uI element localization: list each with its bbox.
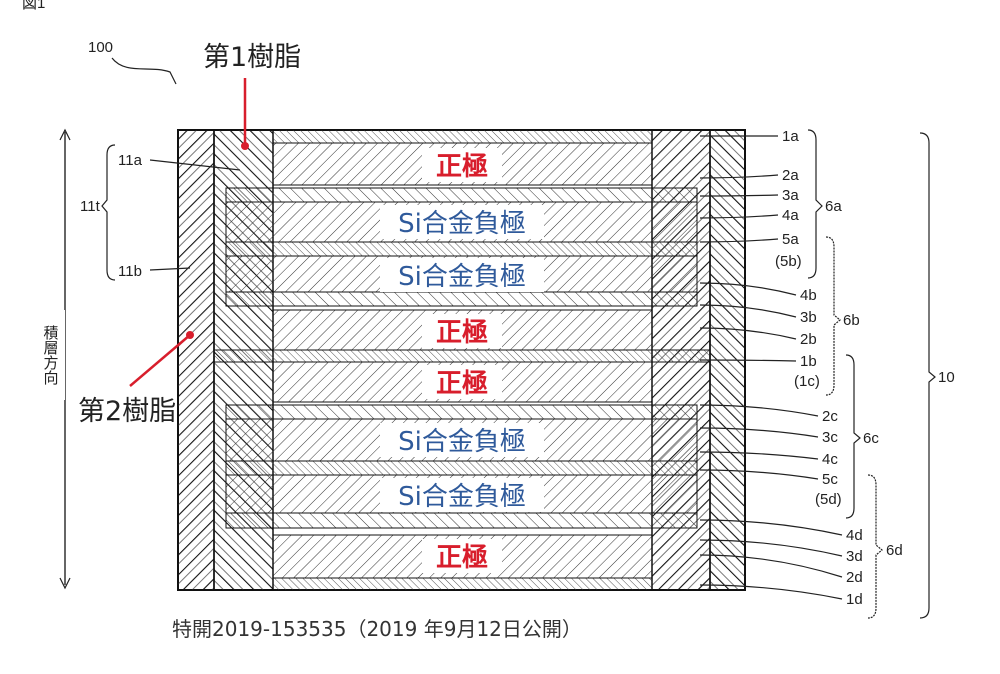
resin2-marker bbox=[186, 331, 194, 339]
callout-resin2: 第2樹脂 bbox=[78, 396, 176, 427]
collector-1d bbox=[272, 577, 653, 591]
part-label-2a: 2a bbox=[782, 167, 799, 184]
resin-11b-left bbox=[177, 129, 215, 591]
leader-line bbox=[699, 519, 843, 536]
stack-direction-label: 積層方向 bbox=[42, 325, 59, 385]
part-label-5a: 5a bbox=[782, 231, 799, 248]
positive-label: 正極 bbox=[436, 318, 488, 348]
part-label-4b: 4b bbox=[800, 287, 817, 304]
label-11t: 11t bbox=[80, 198, 101, 215]
group-6b: 6b bbox=[843, 312, 860, 329]
bracket-10 bbox=[919, 132, 936, 619]
leader-line bbox=[699, 404, 819, 417]
part-label-2c: 2c bbox=[822, 408, 838, 425]
bracket-6d bbox=[867, 474, 883, 619]
part-label-2b: 2b bbox=[800, 331, 817, 348]
negative-label: Si合金負極 bbox=[398, 482, 526, 512]
part-label-1a: 1a bbox=[782, 128, 799, 145]
part-label-1b: 1b bbox=[800, 353, 817, 370]
bracket-6b bbox=[825, 236, 841, 396]
right-labels: 1a 2a 3a 4a 5a (5b) 4b 3b 2b 1b (1c) 2c 3c 4c 5c (5d) 4d… bbox=[699, 128, 863, 608]
leader-line bbox=[699, 194, 779, 197]
group-6a: 6a bbox=[825, 198, 842, 215]
part-label-3a: 3a bbox=[782, 187, 799, 204]
part-label-4d: 4d bbox=[846, 527, 863, 544]
ref-100: 100 bbox=[88, 39, 113, 56]
bracket-6c bbox=[845, 354, 861, 519]
part-label-5c: 5c bbox=[822, 471, 838, 488]
part-label-5d: (5d) bbox=[815, 491, 842, 508]
bracket-6a bbox=[807, 129, 823, 279]
separator-3a bbox=[225, 187, 698, 203]
label-11a: 11a bbox=[118, 152, 143, 169]
part-label-5b: (5b) bbox=[775, 253, 802, 270]
leader-line bbox=[699, 554, 843, 578]
part-label-3d: 3d bbox=[846, 548, 863, 565]
part-label-3c: 3c bbox=[822, 429, 838, 446]
part-label-1c: (1c) bbox=[794, 373, 820, 390]
negative-label: Si合金負極 bbox=[398, 427, 526, 457]
negative-label: Si合金負極 bbox=[398, 262, 526, 292]
part-label-3b: 3b bbox=[800, 309, 817, 326]
leader-line bbox=[699, 327, 797, 340]
collector-1a bbox=[272, 129, 653, 144]
caption: 特開2019-153535（2019 年9月12日公開） bbox=[172, 617, 582, 641]
figure-label: 図1 bbox=[22, 0, 45, 12]
leader-line bbox=[699, 174, 779, 179]
resin1-marker bbox=[241, 142, 249, 150]
part-label-2d: 2d bbox=[846, 569, 863, 586]
collector-5a bbox=[225, 241, 698, 257]
part-label-4a: 4a bbox=[782, 207, 799, 224]
group-10: 10 bbox=[938, 369, 955, 386]
part-label-1d: 1d bbox=[846, 591, 863, 608]
leader-line bbox=[699, 427, 819, 438]
callout-resin1: 第1樹脂 bbox=[203, 42, 301, 73]
positive-label: 正極 bbox=[436, 369, 488, 399]
separator-3c bbox=[225, 404, 698, 420]
positive-label: 正極 bbox=[436, 543, 488, 573]
positive-label: 正極 bbox=[436, 152, 488, 182]
leader-line bbox=[699, 359, 797, 362]
group-6c: 6c bbox=[863, 430, 879, 447]
leader-line bbox=[699, 451, 819, 460]
leader-line bbox=[699, 238, 779, 243]
collector-5c bbox=[225, 460, 698, 476]
leader-line bbox=[699, 469, 819, 480]
collector-1b bbox=[213, 349, 711, 363]
separator-3b bbox=[225, 291, 698, 307]
part-label-4c: 4c bbox=[822, 451, 838, 468]
leader-line bbox=[699, 539, 843, 557]
label-11b: 11b bbox=[118, 263, 142, 280]
leader-line bbox=[699, 282, 797, 296]
separator-3d bbox=[225, 512, 698, 529]
leader-line bbox=[699, 214, 779, 219]
cell-body bbox=[177, 129, 746, 591]
negative-label: Si合金負極 bbox=[398, 209, 526, 239]
leader-line bbox=[699, 304, 797, 318]
group-6d: 6d bbox=[886, 542, 903, 559]
ref-100-arrow bbox=[111, 57, 177, 85]
leader-line bbox=[699, 584, 843, 600]
